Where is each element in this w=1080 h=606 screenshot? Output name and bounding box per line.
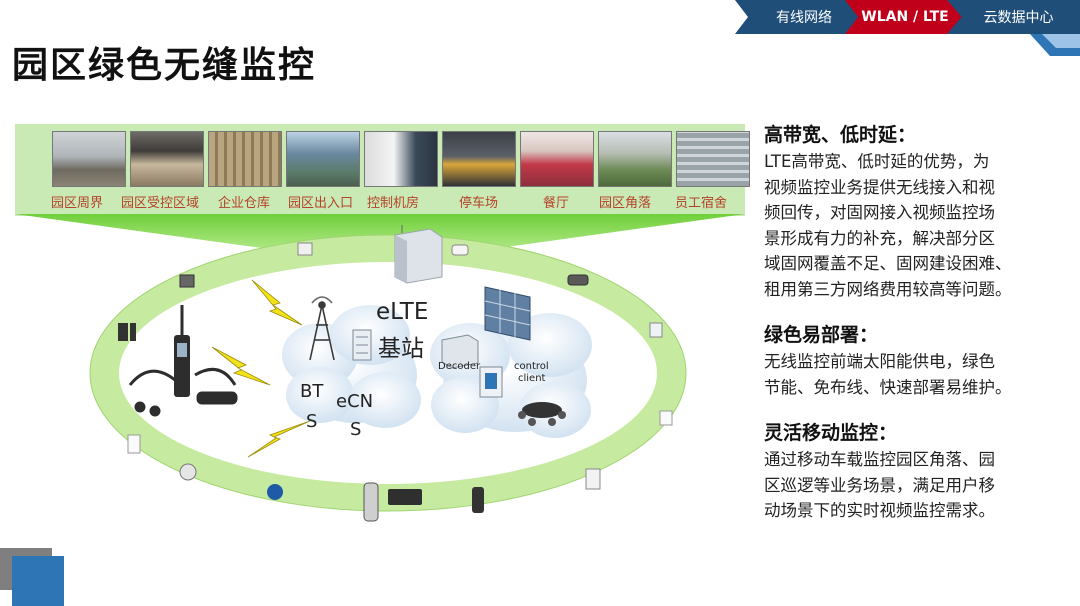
- sensor-device-icon: [649, 322, 663, 338]
- enodeb-station-icon: [394, 225, 443, 284]
- text-line: 频回传，对固网接入视频监控场: [764, 203, 995, 222]
- body-camera-gear-icon: [128, 367, 238, 417]
- text-line: 景形成有力的补充，解决部分区: [764, 228, 995, 248]
- camera-device-icon: [567, 274, 589, 286]
- camera-device-icon: [297, 242, 313, 256]
- network-diagram: eLTE 基站 BT S eCN S Decoder control clien…: [70, 225, 710, 530]
- photo-label: 控制机房: [367, 196, 420, 211]
- photo-control-room: [364, 131, 438, 187]
- nav-item-label: WLAN / LTE: [861, 9, 949, 25]
- text-line: 通过移动车载监控园区角落、园: [764, 450, 995, 469]
- photo-entrance: [286, 131, 360, 187]
- text-line: 租用第三方网络费用较高等问题。: [764, 279, 1012, 299]
- section-body-mobile-monitor: 通过移动车载监控园区角落、园 区巡逻等业务场景，满足用户移 动场景下的实时视频监…: [764, 447, 1064, 524]
- photo-label: 园区角落: [599, 196, 652, 211]
- photo-label: 停车场: [459, 196, 499, 211]
- photo-controlled-area: [130, 131, 204, 187]
- section-heading-bandwidth: 高带宽、低时延：: [764, 124, 917, 146]
- section-heading-mobile-monitor: 灵活移动监控：: [764, 422, 898, 444]
- decoder-device-icon: [441, 334, 479, 369]
- phone-device-icon: [472, 487, 484, 513]
- elte-label: eLTE: [376, 299, 429, 325]
- video-wall-icon: [484, 286, 531, 341]
- camera-device-icon: [451, 244, 469, 256]
- text-line: 动场景下的实时视频监控需求。: [764, 501, 995, 520]
- sensor-device-icon: [179, 274, 195, 288]
- photo-strip: 园区周界 园区受控区域 企业仓库 园区出入口 控制机房 停车场 餐厅 园区角落 …: [15, 124, 750, 216]
- dome-camera-icon: [179, 463, 197, 481]
- photo-label: 园区出入口: [288, 196, 354, 211]
- corner-decoration: [1030, 34, 1080, 56]
- text-line: 视频监控业务提供无线接入和视: [764, 177, 995, 197]
- photo-label: 员工宿舍: [675, 196, 728, 211]
- door-sensor-icon: [118, 323, 128, 341]
- top-nav: 有线网络 WLAN / LTE 云数据中心: [735, 0, 1080, 34]
- phone-device-icon: [363, 482, 379, 522]
- page-title: 园区绿色无缝监控: [12, 45, 317, 86]
- lightning-icon: [211, 346, 271, 386]
- control-client-table-icon: [518, 402, 566, 426]
- text-line: 无线监控前端太阳能供电，绿色: [764, 352, 995, 371]
- photo-label: 园区受控区域: [121, 196, 200, 211]
- corner-square-blue: [12, 556, 64, 606]
- photo-perimeter: [52, 131, 126, 187]
- nav-item-wlan-lte[interactable]: WLAN / LTE: [845, 0, 965, 34]
- photo-label: 企业仓库: [218, 196, 271, 211]
- photo-corner: [598, 131, 672, 187]
- ecn-server-icon: [352, 329, 372, 361]
- handheld-terminal-icon: [174, 305, 190, 397]
- decoder-label: Decoder: [438, 361, 481, 372]
- door-sensor-icon: [130, 323, 136, 341]
- workstation-icon: [479, 366, 503, 398]
- bts-label: BT: [300, 381, 324, 402]
- lightning-icon: [251, 279, 303, 326]
- bts-tower-icon: [309, 296, 335, 361]
- text-line: LTE高带宽、低时延的优势，为: [764, 152, 990, 171]
- section-body-green-deploy: 无线监控前端太阳能供电，绿色 节能、免布线、快速部署易维护。: [764, 349, 1064, 400]
- headset-user-icon: [267, 484, 283, 500]
- nav-item-cloud-datacenter[interactable]: 云数据中心: [947, 0, 1080, 34]
- section-body-bandwidth: LTE高带宽、低时延的优势，为 视频监控业务提供无线接入和视 频回传，对固网接入…: [764, 149, 1064, 302]
- section-heading-green-deploy: 绿色易部署：: [764, 324, 879, 346]
- nav-item-label: 云数据中心: [983, 10, 1054, 26]
- bts-label-suffix: S: [306, 411, 318, 432]
- text-line: 区巡逻等业务场景，满足用户移: [764, 475, 995, 495]
- base-station-label: 基站: [378, 336, 424, 362]
- nav-item-wired-network[interactable]: 有线网络: [735, 0, 865, 34]
- sensor-device-icon: [585, 468, 601, 490]
- sensor-device-icon: [659, 410, 673, 426]
- feature-panel: 高带宽、低时延： LTE高带宽、低时延的优势，为 视频监控业务提供无线接入和视 …: [764, 120, 1064, 524]
- photo-warehouse: [208, 131, 282, 187]
- ecn-label: eCN: [336, 391, 374, 412]
- photo-canteen: [520, 131, 594, 187]
- nav-item-label: 有线网络: [776, 10, 832, 26]
- core-network-cloud: [282, 305, 421, 428]
- control-client-label-2: client: [518, 373, 546, 384]
- sensor-device-icon: [127, 434, 141, 454]
- lightning-icon: [247, 420, 311, 458]
- photo-label: 餐厅: [543, 196, 570, 211]
- diagram-graphics: [89, 225, 687, 522]
- photo-dormitory: [676, 131, 750, 187]
- funnel-shape: [15, 214, 745, 254]
- text-line: 节能、免布线、快速部署易维护。: [764, 377, 1012, 397]
- recorder-device-icon: [388, 489, 422, 505]
- photo-parking: [442, 131, 516, 187]
- photo-label: 园区周界: [51, 196, 104, 211]
- control-client-label: control: [514, 361, 549, 372]
- ecn-label-suffix: S: [350, 419, 362, 440]
- text-line: 域固网覆盖不足、固网建设困难、: [764, 254, 1012, 273]
